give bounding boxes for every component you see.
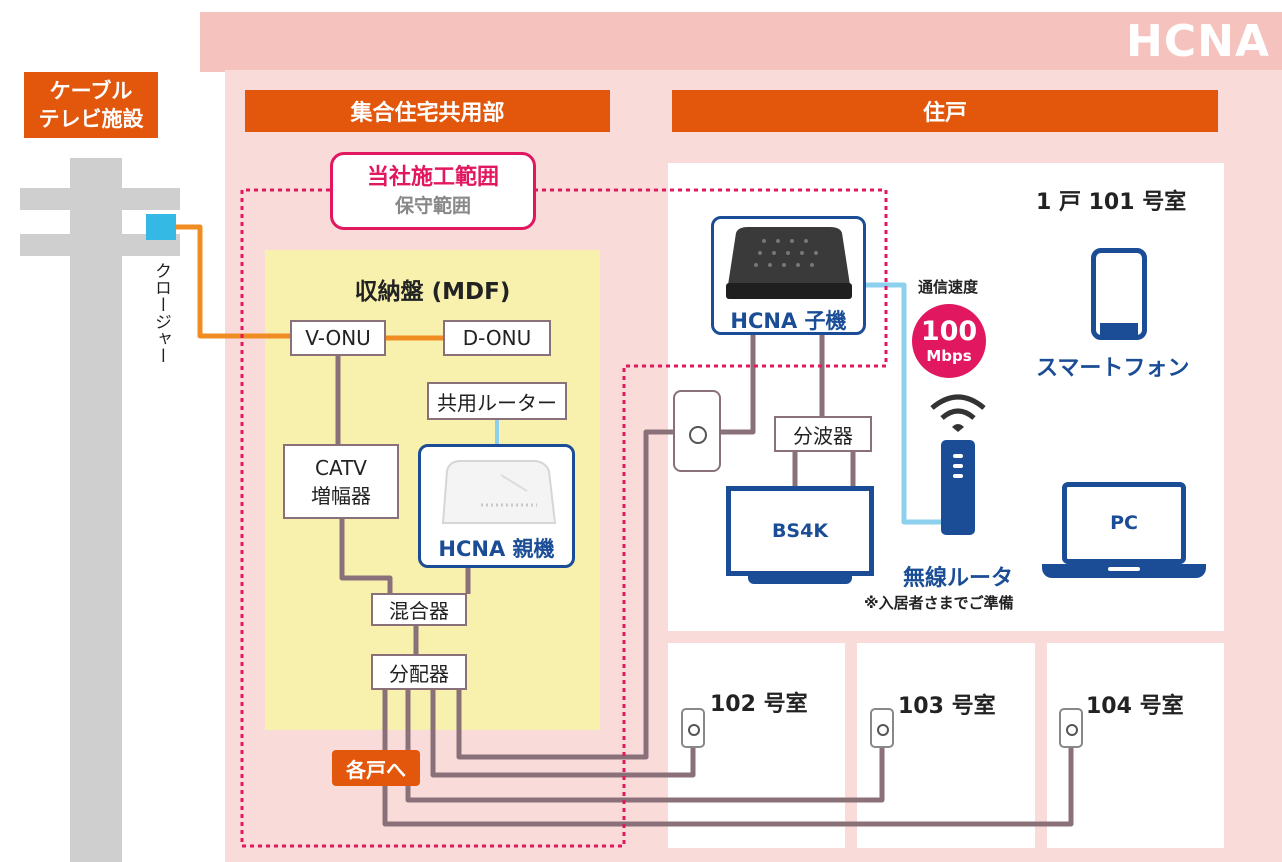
- closure-label: クロージャー: [151, 262, 171, 364]
- hcna-parent-image: [441, 460, 557, 524]
- construction-scope-title: 当社施工範囲: [366, 165, 499, 190]
- v-onu-box: V-ONU: [290, 320, 386, 356]
- hcna-child-label: HCNA 子機: [730, 309, 847, 333]
- smartphone-label: スマートフォン: [1036, 356, 1190, 381]
- room-104-label: 104 号室: [1086, 694, 1184, 719]
- smartphone-home-bar: [1100, 323, 1138, 335]
- room-102-wall-outlet: [681, 708, 705, 748]
- construction-scope-label: 当社施工範囲 保守範囲: [330, 152, 536, 230]
- bs4k-tv-screen: BS4K: [726, 486, 874, 576]
- room-103-label: 103 号室: [898, 694, 996, 719]
- room-101-wall-outlet: [673, 390, 721, 472]
- wifi-icon: [930, 394, 986, 432]
- closure-icon: [146, 214, 176, 240]
- hcna-parent-device: HCNA 親機: [418, 444, 575, 568]
- catv-amplifier-box: CATV 増幅器: [283, 444, 399, 519]
- d-onu-box: D-ONU: [443, 320, 551, 356]
- to-each-unit-badge: 各戸へ: [332, 750, 420, 786]
- speed-label: 通信速度: [918, 278, 979, 296]
- room-104-wall-outlet: [1059, 708, 1083, 748]
- room-104-outlet-socket: [1066, 724, 1078, 736]
- hcna-child-device: HCNA 子機: [711, 216, 866, 335]
- bs4k-tv-stand: [748, 576, 852, 584]
- room-102-label: 102 号室: [710, 692, 808, 717]
- router-led-2: [953, 464, 963, 468]
- coax-outlet-child: [718, 333, 756, 435]
- cable-tv-facility-line1: ケーブル: [49, 79, 133, 103]
- room-101-outlet-socket: [689, 426, 707, 444]
- coax-to-103: [405, 690, 885, 803]
- cable-tv-facility-line2: テレビ施設: [38, 107, 144, 131]
- brand-logo: HCNA: [1126, 16, 1270, 67]
- pole-crossarm-top: [20, 188, 180, 210]
- mdf-title: 収納盤 (MDF): [354, 279, 511, 305]
- pc-keyboard-base: [1042, 564, 1206, 578]
- distributor-box: 分配器: [371, 654, 467, 690]
- pc-icon: PC: [1062, 482, 1186, 564]
- coax-to-101: [456, 429, 683, 760]
- brand-band: [200, 12, 1282, 72]
- dwelling-header: 住戸: [672, 90, 1218, 132]
- coax-to-102: [430, 690, 696, 778]
- speed-value: 100: [920, 316, 978, 347]
- hcna-child-image: [726, 227, 852, 299]
- maintenance-scope-subtitle: 保守範囲: [394, 195, 471, 217]
- room-102-outlet-socket: [688, 724, 700, 736]
- catv-amplifier-line1: CATV: [315, 455, 367, 480]
- mixer-box: 混合器: [371, 593, 467, 626]
- resident-prepares-note: ※入居者さまでご準備: [864, 594, 1014, 612]
- speed-unit: Mbps: [926, 347, 972, 365]
- coax-catv-mixer: [339, 517, 393, 594]
- shared-router-box: 共用ルーター: [427, 382, 567, 420]
- pc-label: PC: [1110, 512, 1138, 534]
- utility-pole: [70, 158, 122, 862]
- pole-crossarm-bottom: [20, 234, 180, 256]
- catv-amplifier-line2: 増幅器: [311, 483, 371, 508]
- wireless-router-icon: [941, 440, 975, 535]
- cable-tv-facility-header: ケーブル テレビ施設: [24, 72, 158, 138]
- wireless-router-label: 無線ルータ: [903, 566, 1014, 591]
- lan-child-router: [866, 282, 941, 525]
- smartphone-icon: [1091, 248, 1147, 340]
- room-103-wall-outlet: [870, 708, 894, 748]
- room-103-outlet-socket: [877, 724, 889, 736]
- speed-badge: 100 Mbps: [912, 304, 986, 378]
- splitter-box: 分波器: [774, 416, 872, 452]
- router-led-1: [953, 454, 963, 458]
- room-101-title: 1 戸 101 号室: [1036, 190, 1187, 215]
- common-area-header: 集合住宅共用部: [245, 90, 610, 132]
- bs4k-tv-label: BS4K: [771, 520, 829, 542]
- hcna-parent-label: HCNA 親機: [438, 537, 555, 561]
- router-led-3: [953, 474, 963, 478]
- pc-trackpad: [1108, 567, 1140, 571]
- fiber-cable: [176, 224, 290, 339]
